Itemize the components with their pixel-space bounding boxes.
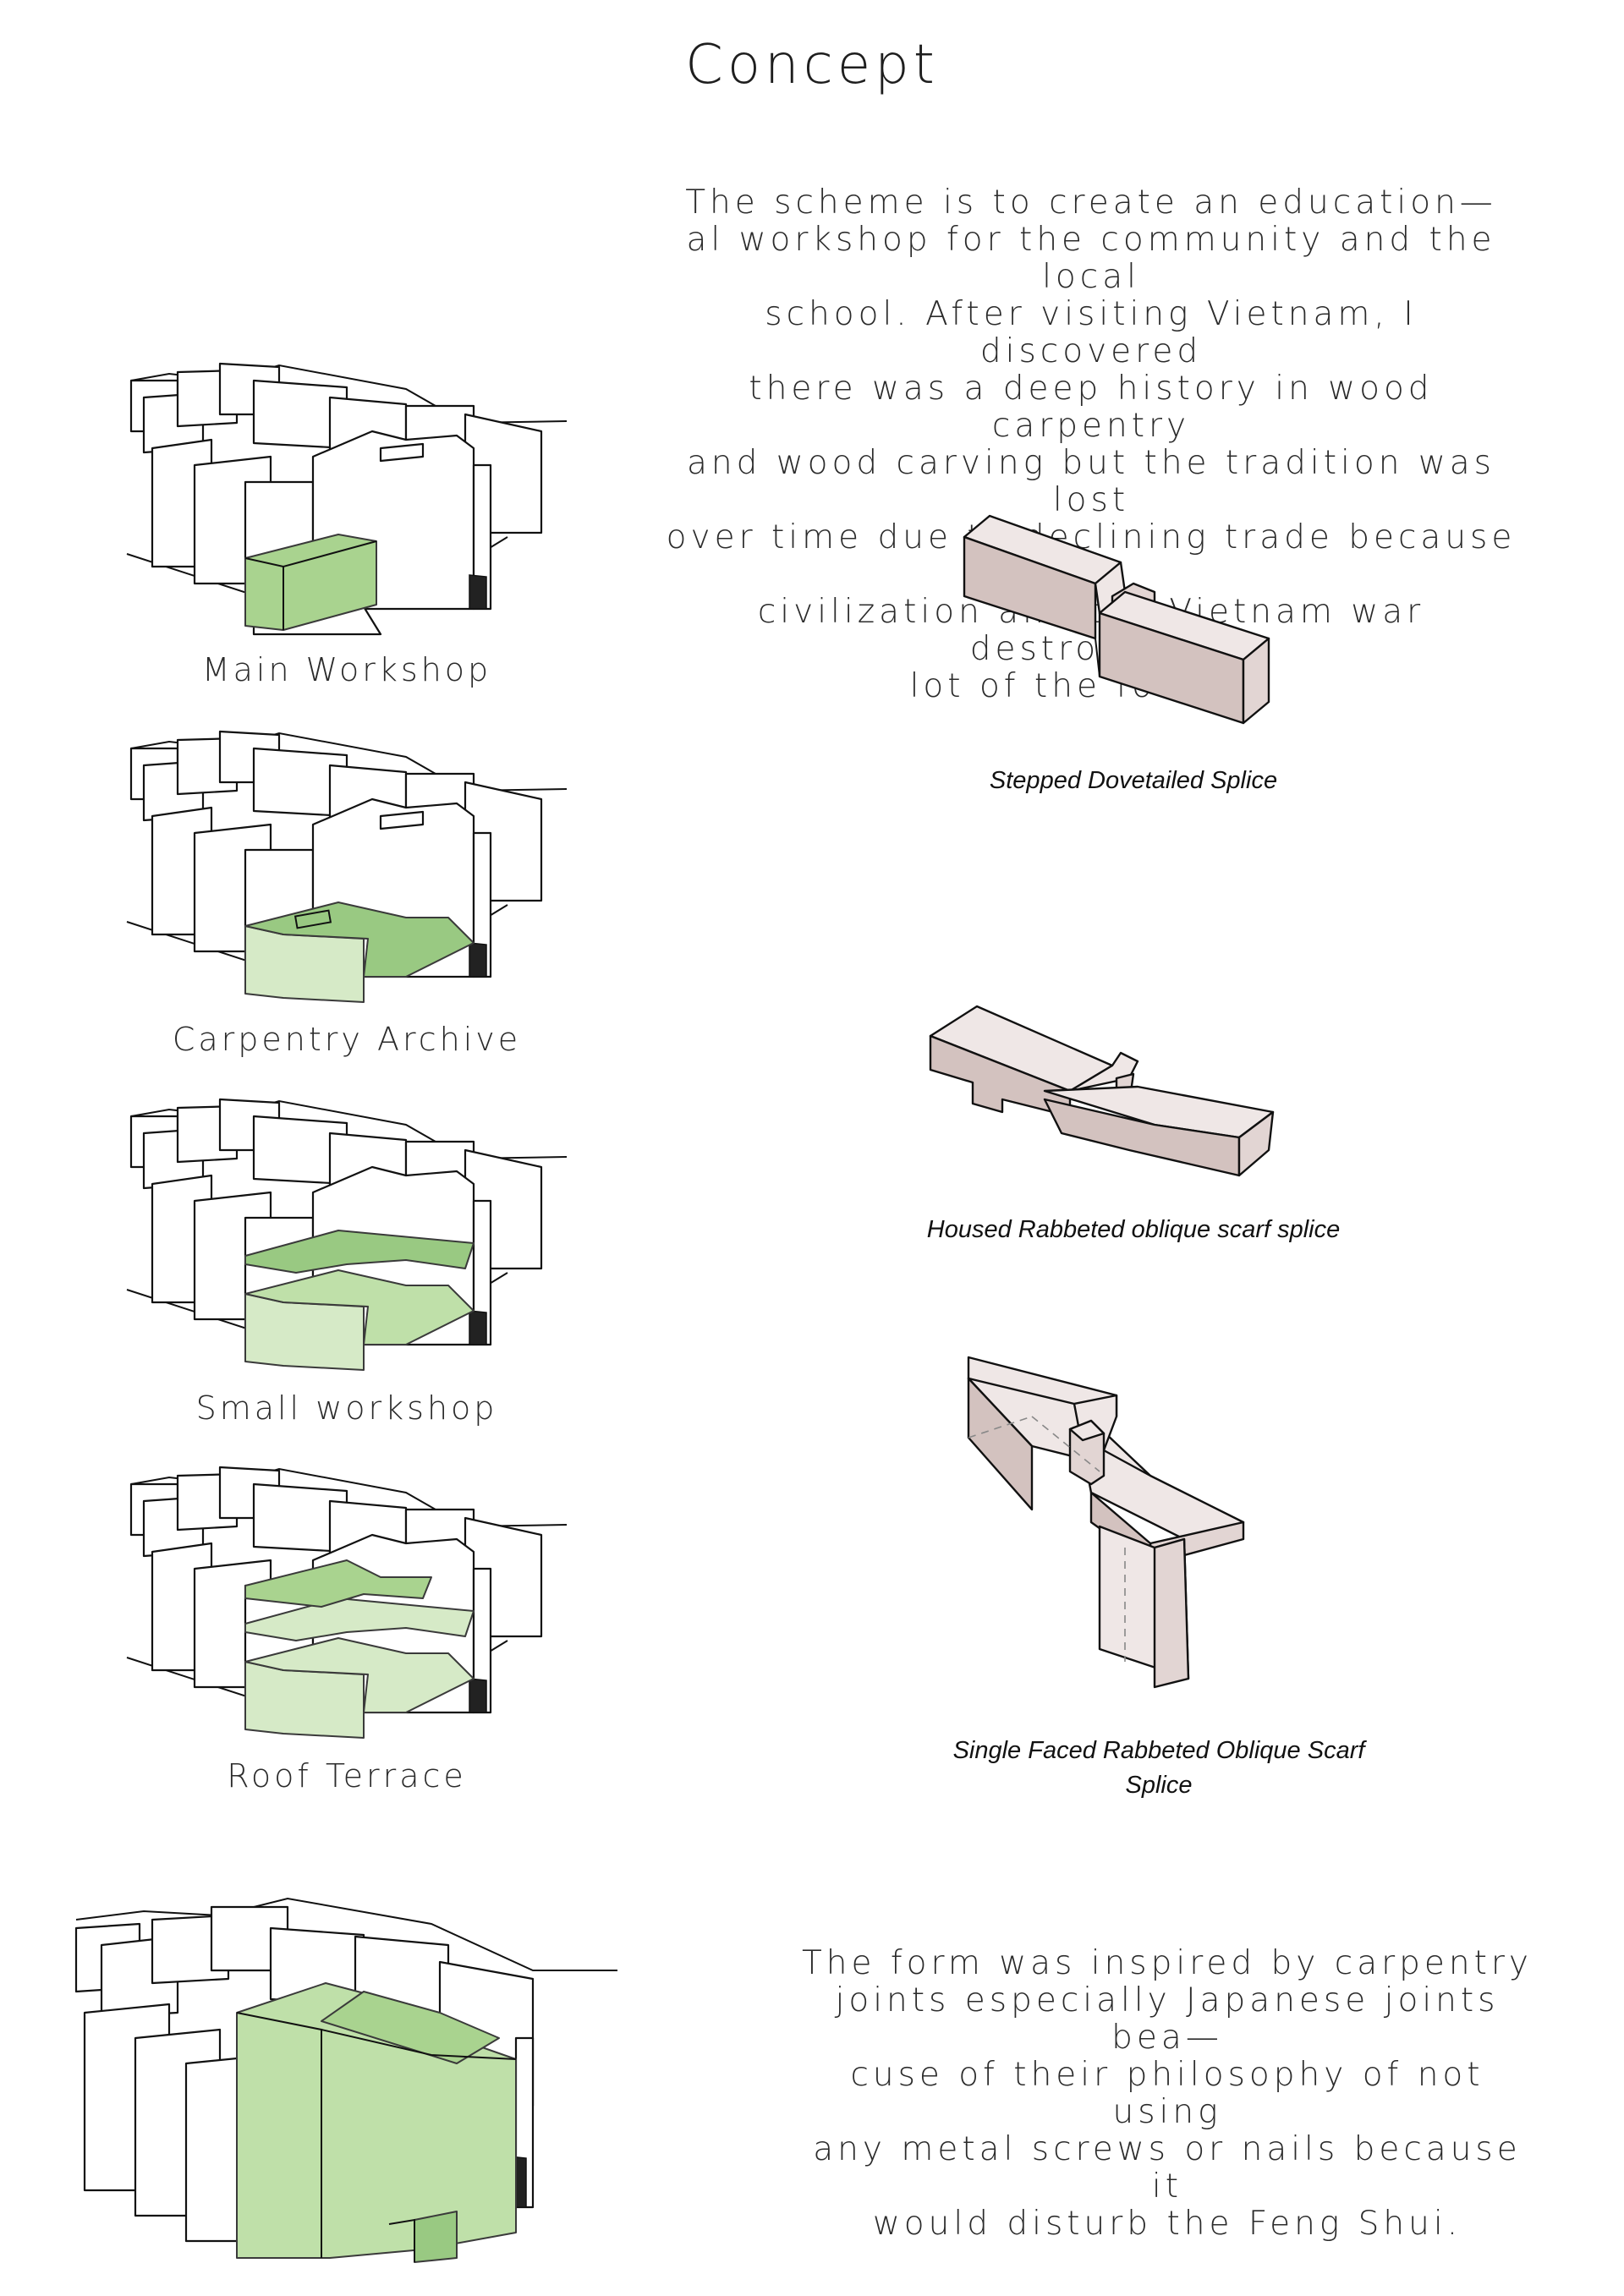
intro-line: and wood carving but the tradition was l…	[687, 444, 1495, 519]
stage-diagram-carpentry-archive	[126, 730, 568, 1003]
intro-line: al workshop for the community and the lo…	[686, 221, 1496, 296]
final-massing-diagram	[74, 1897, 617, 2263]
joint-caption-line: Splice	[1125, 1772, 1193, 1799]
roof-terrace-volume	[244, 1559, 475, 1739]
main-workshop-volume	[244, 534, 377, 631]
stage-diagram-main-workshop	[126, 362, 568, 636]
joint-caption-housed-rabbeted-oblique-scarf-splice: Housed Rabbeted oblique scarf splice	[926, 1216, 1341, 1243]
form-paragraph: The form was inspired by carpentry joint…	[795, 1945, 1539, 2243]
form-line: The form was inspired by carpentry	[801, 1944, 1533, 1982]
form-line: cuse of their philosophy of not using	[850, 2056, 1484, 2131]
joint-housed-rabbeted-oblique-scarf-splice	[929, 1005, 1275, 1177]
joint-caption-single-faced-rabbeted-oblique-scarf-splice: Single Faced Rabbeted Oblique Scarf Spli…	[905, 1734, 1413, 1803]
stage-label-roof-terrace: Roof Terrace	[227, 1757, 467, 1795]
joint-caption-stepped-dovetailed-splice: Stepped Dovetailed Splice	[989, 767, 1278, 794]
form-line: would disturb the Feng Shui.	[872, 2205, 1462, 2243]
form-line: any metal screws or nails because it	[813, 2130, 1522, 2206]
intro-line: there was a deep history in wood carpent…	[749, 370, 1434, 445]
stage-diagram-roof-terrace	[126, 1466, 568, 1739]
joint-caption-line: Single Faced Rabbeted Oblique Scarf	[952, 1737, 1365, 1764]
intro-line: school. After visiting Vietnam, I discov…	[765, 295, 1418, 370]
stage-label-small-workshop: Small workshop	[195, 1389, 498, 1427]
stage-diagram-small-workshop	[126, 1098, 568, 1371]
stage-label-carpentry-archive: Carpentry Archive	[172, 1021, 522, 1058]
stage-label-main-workshop: Main Workshop	[201, 651, 492, 688]
final-form-volume	[236, 1982, 517, 2263]
intro-line: The scheme is to create an education—	[685, 184, 1497, 222]
page-title: Concept	[685, 34, 939, 96]
joint-single-faced-rabbeted-oblique-scarf-splice	[967, 1356, 1245, 1689]
joint-stepped-dovetailed-splice	[963, 514, 1270, 725]
carpentry-archive-volume	[244, 901, 475, 1003]
small-workshop-volume	[244, 1230, 475, 1371]
form-line: joints especially Japanese joints bea—	[835, 1981, 1500, 2057]
